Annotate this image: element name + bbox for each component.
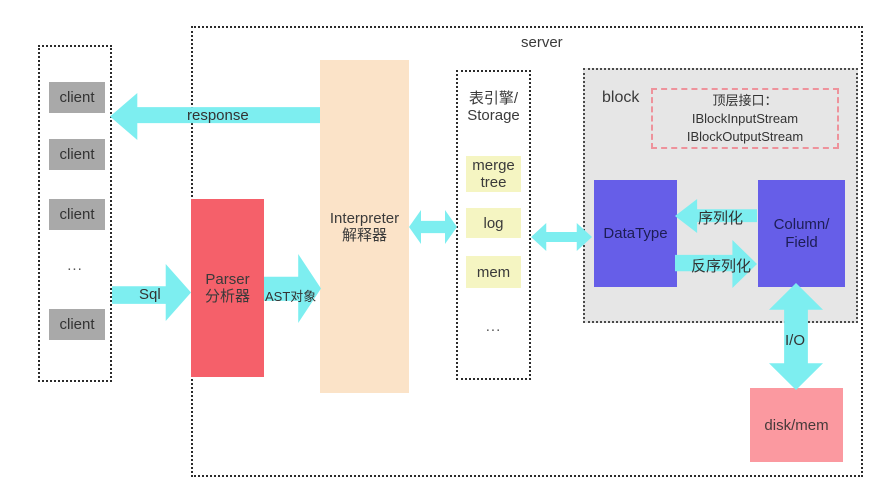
sql-label: Sql xyxy=(139,286,161,303)
clients-ellipsis: ... xyxy=(67,257,83,274)
client-box: client xyxy=(49,82,105,113)
parser-label-en: Parser xyxy=(205,271,250,288)
disk-mem-label: disk/mem xyxy=(764,416,829,434)
parser-label-cn: 分析器 xyxy=(204,288,250,305)
storage-title-cn: 表引擎/ xyxy=(468,90,519,107)
io-label: I/O xyxy=(785,332,806,349)
engine-merge-tree: merge tree xyxy=(466,156,521,192)
disk-mem-box: disk/mem xyxy=(750,388,843,462)
storage-box: 表引擎/ Storage merge tree log mem ... xyxy=(456,70,531,380)
column-label-line2: Field xyxy=(785,233,818,251)
serialize-label: 序列化 xyxy=(698,210,744,227)
interpreter-label-cn: 解释器 xyxy=(341,226,387,244)
top-interface-box: 顶层接口： IBlockInputStream IBlockOutputStre… xyxy=(651,88,839,149)
ast-label: AST对象 xyxy=(265,289,317,304)
storage-ellipsis: ... xyxy=(485,318,502,335)
client-box: client xyxy=(49,309,105,340)
datatype-box: DataType xyxy=(594,180,677,287)
parser-box: Parser 分析器 xyxy=(191,199,264,377)
engine-log: log xyxy=(466,208,521,238)
storage-title-en: Storage xyxy=(467,107,520,124)
interpreter-label-en: Interpreter xyxy=(329,209,400,227)
block-box: block 顶层接口： IBlockInputStream IBlockOutp… xyxy=(583,68,858,323)
interface-output-stream: IBlockOutputStream xyxy=(686,128,804,144)
column-field-box: Column/ Field xyxy=(758,180,845,287)
storage-title: 表引擎/ Storage xyxy=(458,90,529,124)
block-label: block xyxy=(602,89,640,106)
engine-mem: mem xyxy=(466,256,521,288)
client-group: client client client ... client xyxy=(38,45,112,382)
client-box: client xyxy=(49,199,105,230)
column-label-line1: Column/ xyxy=(773,215,830,233)
interpreter-box: Interpreter 解释器 xyxy=(320,60,409,393)
interface-input-stream: IBlockInputStream xyxy=(691,110,799,126)
datatype-label: DataType xyxy=(603,224,668,242)
server-label: server xyxy=(521,34,563,51)
response-label: response xyxy=(187,107,249,124)
deserialize-label: 反序列化 xyxy=(691,258,752,275)
interface-title: 顶层接口： xyxy=(712,92,778,108)
client-box: client xyxy=(49,139,105,170)
